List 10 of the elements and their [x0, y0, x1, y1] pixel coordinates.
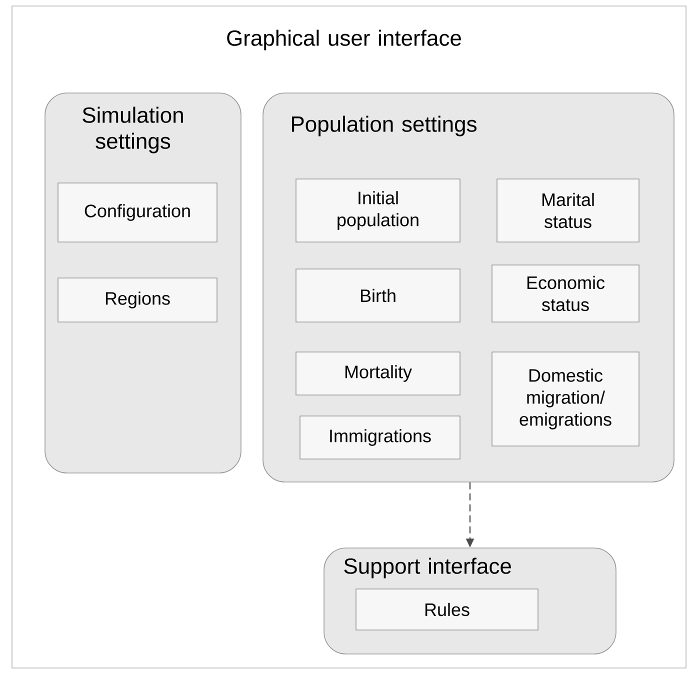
setting-box: Domestic migration/ emigrations — [492, 352, 640, 446]
setting-box: Regions — [58, 278, 218, 322]
setting-box: Marital status — [496, 178, 640, 242]
setting-box: Birth — [296, 268, 460, 322]
setting-box: Economic status — [492, 264, 640, 322]
setting-box: Rules — [356, 588, 538, 630]
setting-box: Immigrations — [300, 416, 460, 460]
setting-box: Configuration — [58, 182, 218, 242]
setting-box: Mortality — [296, 352, 460, 396]
setting-box: Initial population — [296, 178, 460, 242]
